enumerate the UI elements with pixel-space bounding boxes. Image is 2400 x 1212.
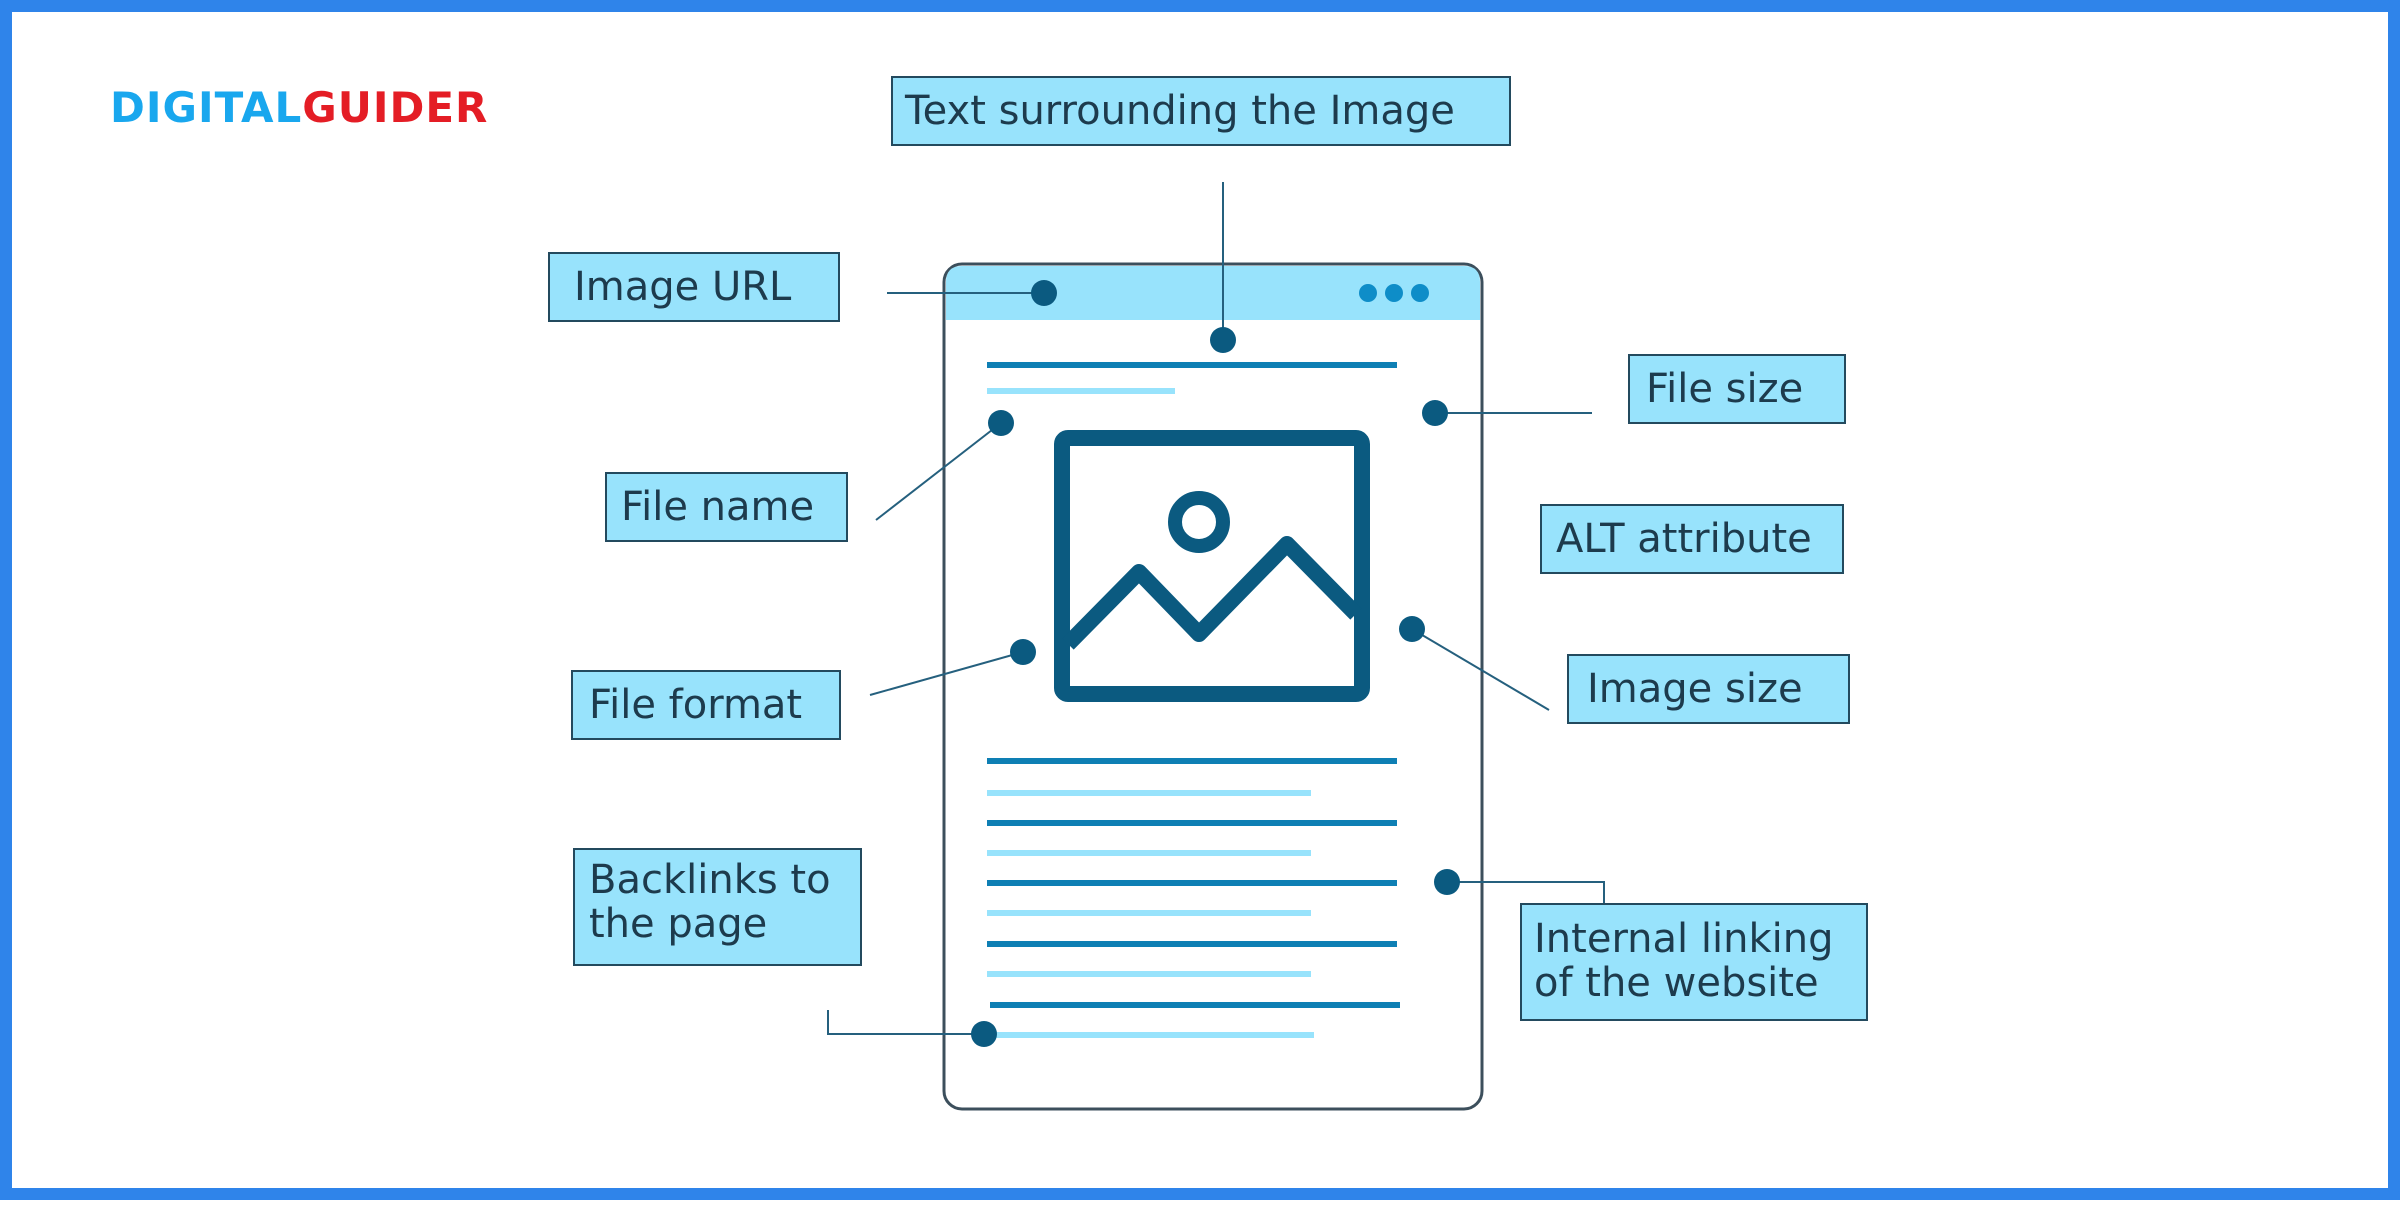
dot-image-url (1031, 280, 1057, 306)
connector-file-format (869, 651, 1024, 696)
label-file-size-text: File size (1646, 366, 1804, 412)
label-alt-attribute-text: ALT attribute (1556, 516, 1812, 562)
digitalguider-logo: DIGITALGUIDER (110, 78, 488, 138)
phone-mockup (942, 262, 1484, 1111)
text-line (987, 362, 1397, 368)
connector-backlinks (827, 1010, 984, 1035)
dot-internal-linking (1434, 869, 1460, 895)
label-image-size-text: Image size (1587, 666, 1803, 712)
text-line (987, 820, 1397, 826)
connector-image-size (1411, 628, 1550, 711)
label-file-name-text: File name (621, 484, 815, 530)
text-line (987, 388, 1175, 394)
connector-internal-linking (1447, 881, 1605, 907)
browser-dots-icon (1359, 284, 1429, 302)
label-file-format: File format (571, 670, 841, 740)
phone-header-bar (946, 266, 1480, 320)
text-line (987, 941, 1397, 947)
connector-lines (827, 182, 1605, 1035)
logo-part-digital: DIGITAL (110, 83, 303, 132)
text-line (990, 1002, 1400, 1008)
text-line (987, 850, 1311, 856)
text-line (987, 758, 1397, 764)
image-placeholder-icon (1054, 430, 1370, 702)
label-image-url-text: Image URL (574, 264, 792, 310)
dot-file-name (988, 410, 1014, 436)
connector-dots (971, 280, 1460, 1047)
text-line (987, 790, 1311, 796)
text-line (990, 1032, 1314, 1038)
label-internal-linking: Internal linking of the website (1520, 903, 1868, 1021)
dot-image-size (1399, 616, 1425, 642)
label-file-name: File name (605, 472, 848, 542)
label-internal-linking-line2: of the website (1534, 960, 1819, 1006)
label-image-url: Image URL (548, 252, 840, 322)
label-file-format-text: File format (589, 682, 803, 728)
label-text-surrounding-text: Text surrounding the Image (905, 88, 1455, 134)
logo-part-guider: GUIDER (302, 83, 489, 132)
text-line (987, 910, 1311, 916)
dot-text-surrounding (1210, 327, 1236, 353)
label-backlinks-line2: the page (589, 901, 768, 947)
label-alt-attribute: ALT attribute (1540, 504, 1844, 574)
dot-file-format (1010, 639, 1036, 665)
connector-file-name (875, 422, 1002, 521)
label-backlinks: Backlinks to the page (573, 848, 862, 966)
dot-backlinks (971, 1021, 997, 1047)
label-internal-linking-line1: Internal linking (1534, 916, 1834, 962)
text-line (987, 971, 1311, 977)
text-line (987, 880, 1397, 886)
label-image-size: Image size (1567, 654, 1850, 724)
label-backlinks-line1: Backlinks to (589, 857, 831, 903)
dot-file-size (1422, 400, 1448, 426)
label-text-surrounding: Text surrounding the Image (891, 76, 1511, 146)
seo-image-factors-diagram (827, 182, 1605, 1111)
label-file-size: File size (1628, 354, 1846, 424)
